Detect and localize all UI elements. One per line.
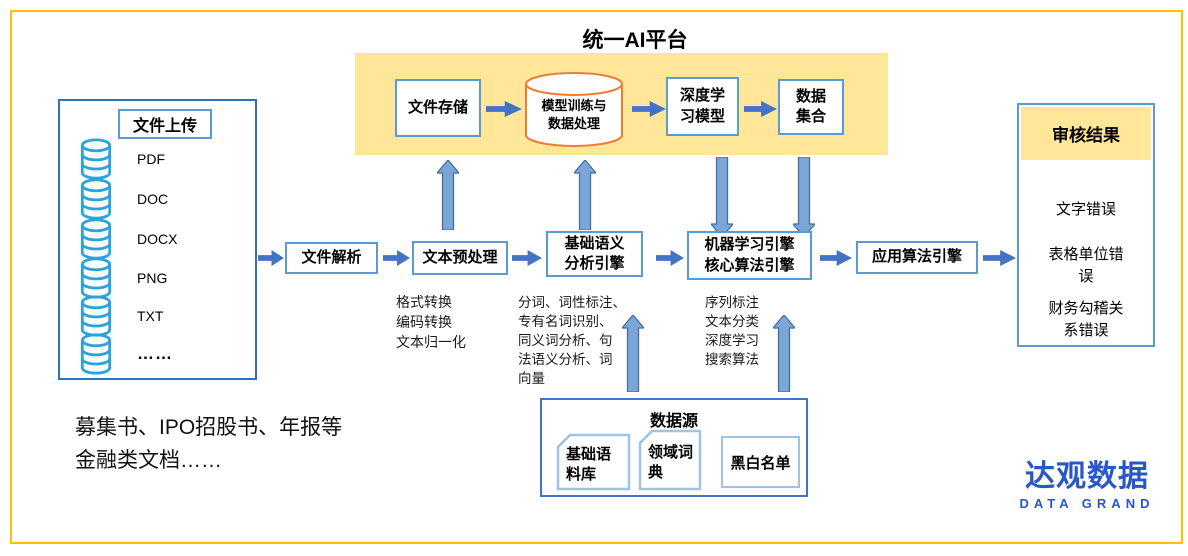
audit-item: 表格单位错 误: [1048, 246, 1124, 285]
platform-banner: 文件存储 模型训练与 数据处理 深度学 习模型 数据 集合: [355, 53, 888, 155]
arrow-right-icon: [383, 250, 410, 266]
database-icon: [80, 178, 112, 220]
file-type-label: PNG: [137, 270, 168, 286]
arrow-right-icon: [983, 250, 1016, 266]
file-type-label: TXT: [137, 308, 164, 324]
arrow-right-icon: [656, 250, 684, 266]
more-files-label: ……: [137, 344, 173, 363]
arrow-up-icon: [437, 160, 459, 230]
domain-dictionary-label: 领域词 典: [648, 444, 694, 481]
audit-item: 财务勾稽关 系错误: [1048, 300, 1124, 339]
data-collection-node: 数据 集合: [778, 79, 844, 135]
upload-item-row: ……: [78, 333, 172, 375]
arrow-right-icon: [632, 101, 666, 117]
folded-card-icon: [556, 433, 631, 491]
ml-engine-node: 机器学习引擎 核心算法引擎: [687, 231, 812, 280]
model-training-cylinder: 模型训练与 数据处理: [523, 71, 625, 151]
arrow-right-icon: [486, 101, 522, 117]
arrow-right-icon: [512, 250, 542, 266]
arrow-down-icon: [711, 157, 733, 237]
folded-card-icon: [638, 429, 702, 491]
datagrand-logo: 达观数据 DATA GRAND: [1012, 460, 1162, 512]
arrow-up-icon: [773, 315, 795, 392]
audit-item: 文字错误: [1055, 201, 1116, 218]
database-icon: [80, 257, 112, 299]
arrow-up-icon: [622, 315, 644, 392]
blacklist-whitelist-card: 黑白名单: [721, 436, 800, 488]
preprocessing-node: 文本预处理: [412, 241, 508, 275]
file-parsing-node: 文件解析: [285, 242, 378, 274]
preprocessing-notes: 格式转换 编码转换 文本归一化: [396, 294, 466, 350]
arrow-right-icon: [820, 250, 852, 266]
data-source-panel: 数据源 基础语 料库 领域词 典 黑白名单: [540, 398, 808, 497]
upload-item-row: TXT: [78, 295, 163, 337]
audit-panel-header: 审核结果: [1021, 107, 1151, 160]
file-type-label: DOC: [137, 191, 169, 207]
logo-en-text: DATA GRAND: [1019, 496, 1155, 511]
database-icon: [80, 138, 112, 180]
upload-item-row: DOCX: [78, 218, 177, 260]
deep-learning-node: 深度学 习模型: [666, 77, 739, 136]
arrow-down-icon: [793, 157, 815, 237]
corpus-card: 基础语 料库: [556, 433, 631, 491]
upload-item-row: DOC: [78, 178, 168, 220]
corpus-card-label: 基础语 料库: [566, 446, 612, 483]
data-source-header: 数据源: [649, 413, 698, 430]
document-types-caption: 募集书、IPO招股书、年报等 金融类文档……: [75, 416, 343, 472]
database-icon: [80, 295, 112, 337]
arrow-up-icon: [574, 160, 596, 230]
upload-item-row: PNG: [78, 257, 167, 299]
semantic-engine-notes: 分词、词性标注、 专有名词识别、 同义词分析、句 法语义分析、词 向量: [518, 295, 626, 386]
upload-item-row: PDF: [78, 138, 165, 180]
cylinder-shape-icon: [525, 72, 623, 147]
arrow-right-icon: [258, 250, 284, 266]
file-type-label: DOCX: [137, 231, 178, 247]
file-storage-node: 文件存储: [395, 79, 481, 137]
ml-engine-notes: 序列标注 文本分类 深度学习 搜索算法: [705, 295, 759, 367]
page-title: 统一AI平台: [582, 29, 688, 52]
application-engine-node: 应用算法引擎: [856, 241, 978, 274]
logo-cn-text: 达观数据: [1025, 460, 1149, 493]
arrow-right-icon: [744, 101, 777, 117]
semantic-engine-node: 基础语义 分析引擎: [546, 231, 643, 277]
database-icon: [80, 218, 112, 260]
upload-panel-header: 文件上传: [118, 109, 212, 139]
domain-dictionary-card: 领域词 典: [638, 429, 702, 491]
file-upload-panel: 文件上传 PDF DOC DOCX PNG TXT ……: [58, 99, 257, 380]
audit-result-panel: 审核结果 文字错误 表格单位错 误 财务勾稽关 系错误: [1017, 103, 1155, 347]
database-icon: [80, 333, 112, 375]
model-training-label: 模型训练与 数据处理: [541, 98, 607, 131]
file-type-label: PDF: [137, 151, 165, 167]
